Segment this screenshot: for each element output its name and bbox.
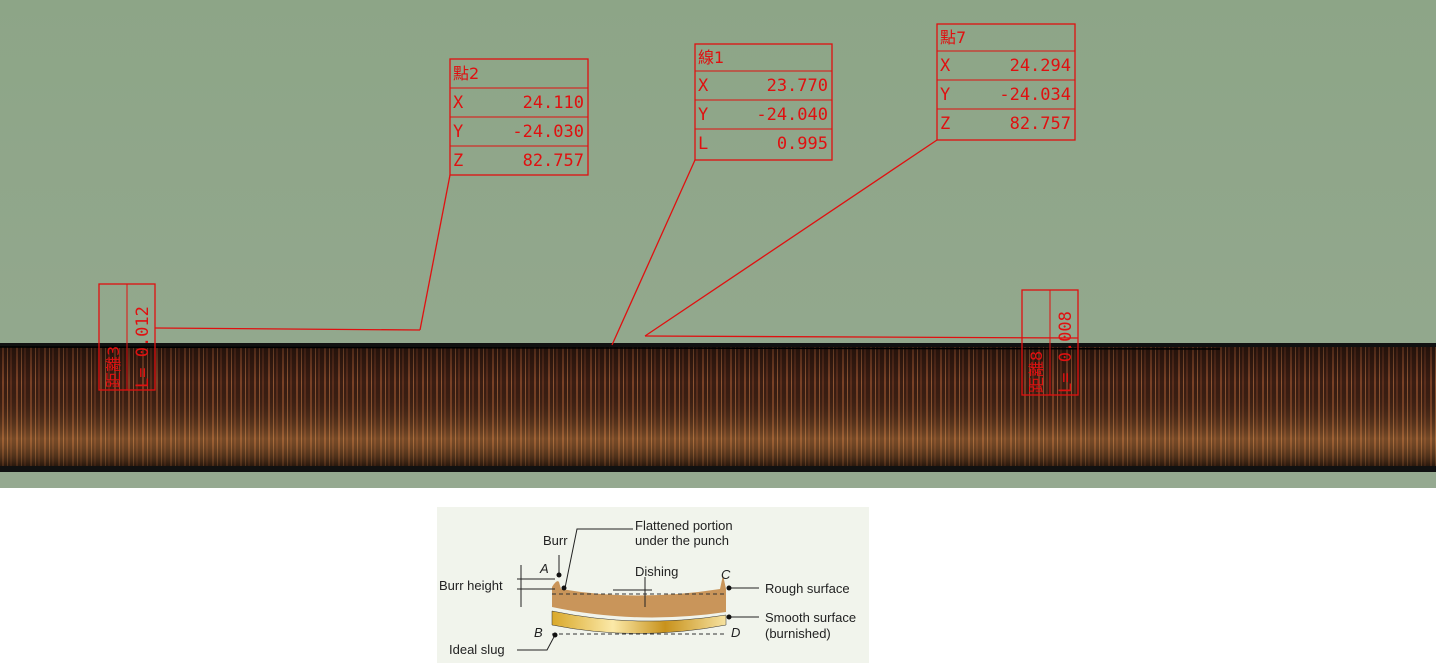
callout-line1[interactable]: 線1 X 23.770 Y -24.040 L 0.995 bbox=[694, 43, 833, 161]
row-key: Z bbox=[453, 151, 463, 171]
row-value: 82.757 bbox=[1010, 114, 1071, 134]
row-key: Y bbox=[698, 105, 708, 125]
annotation-lines bbox=[154, 139, 1079, 346]
microscope-image: 點2 X 24.110 Y -24.030 Z 82.757 線1 X 23.7… bbox=[0, 0, 1436, 488]
label-dishing: Dishing bbox=[635, 564, 678, 579]
callout-point7[interactable]: 點7 X 24.294 Y -24.034 Z 82.757 bbox=[936, 23, 1076, 141]
label-point-a: A bbox=[539, 561, 549, 576]
row-key: X bbox=[453, 93, 464, 113]
row-key: L bbox=[698, 134, 708, 154]
label-smooth-surface: (burnished) bbox=[765, 626, 831, 641]
distance3-box[interactable]: 距離3 L= 0.012 bbox=[98, 283, 156, 391]
row-value: -24.040 bbox=[756, 105, 828, 125]
row-value: -24.030 bbox=[512, 122, 584, 142]
row-key: Z bbox=[940, 114, 950, 134]
label-burr-height: Burr height bbox=[439, 578, 503, 593]
label-ideal-slug: Ideal slug bbox=[449, 642, 505, 657]
row-key: Y bbox=[940, 85, 950, 105]
callout-title: 點2 bbox=[453, 64, 479, 83]
row-value: 23.770 bbox=[767, 76, 828, 96]
burr-diagram: Flattened portion under the punch Burr A… bbox=[437, 507, 869, 663]
row-value: 24.110 bbox=[523, 93, 584, 113]
label-point-b: B bbox=[534, 625, 543, 640]
callout-title: 線1 bbox=[698, 48, 724, 67]
label-burr: Burr bbox=[543, 533, 568, 548]
row-value: -24.034 bbox=[999, 85, 1071, 105]
row-value: 24.294 bbox=[1010, 56, 1071, 76]
callout-point2[interactable]: 點2 X 24.110 Y -24.030 Z 82.757 bbox=[449, 58, 589, 176]
label-rough-surface: Rough surface bbox=[765, 581, 850, 596]
distance-value: L= 0.012 bbox=[133, 306, 153, 388]
row-value: 0.995 bbox=[777, 134, 828, 154]
distance-value: L= 0.008 bbox=[1056, 311, 1076, 393]
label-point-c: C bbox=[721, 567, 731, 582]
distance-title: 距離8 bbox=[1027, 351, 1046, 393]
callout-title: 點7 bbox=[940, 28, 966, 47]
distance-title: 距離3 bbox=[104, 346, 123, 388]
label-smooth-surface: Smooth surface bbox=[765, 610, 856, 625]
label-point-d: D bbox=[731, 625, 740, 640]
row-key: X bbox=[940, 56, 951, 76]
row-value: 82.757 bbox=[523, 151, 584, 171]
row-key: Y bbox=[453, 122, 463, 142]
metal-strip bbox=[0, 343, 1436, 472]
distance8-box[interactable]: 距離8 L= 0.008 bbox=[1021, 289, 1079, 396]
label-flattened: under the punch bbox=[635, 533, 729, 548]
label-flattened: Flattened portion bbox=[635, 518, 733, 533]
row-key: X bbox=[698, 76, 709, 96]
